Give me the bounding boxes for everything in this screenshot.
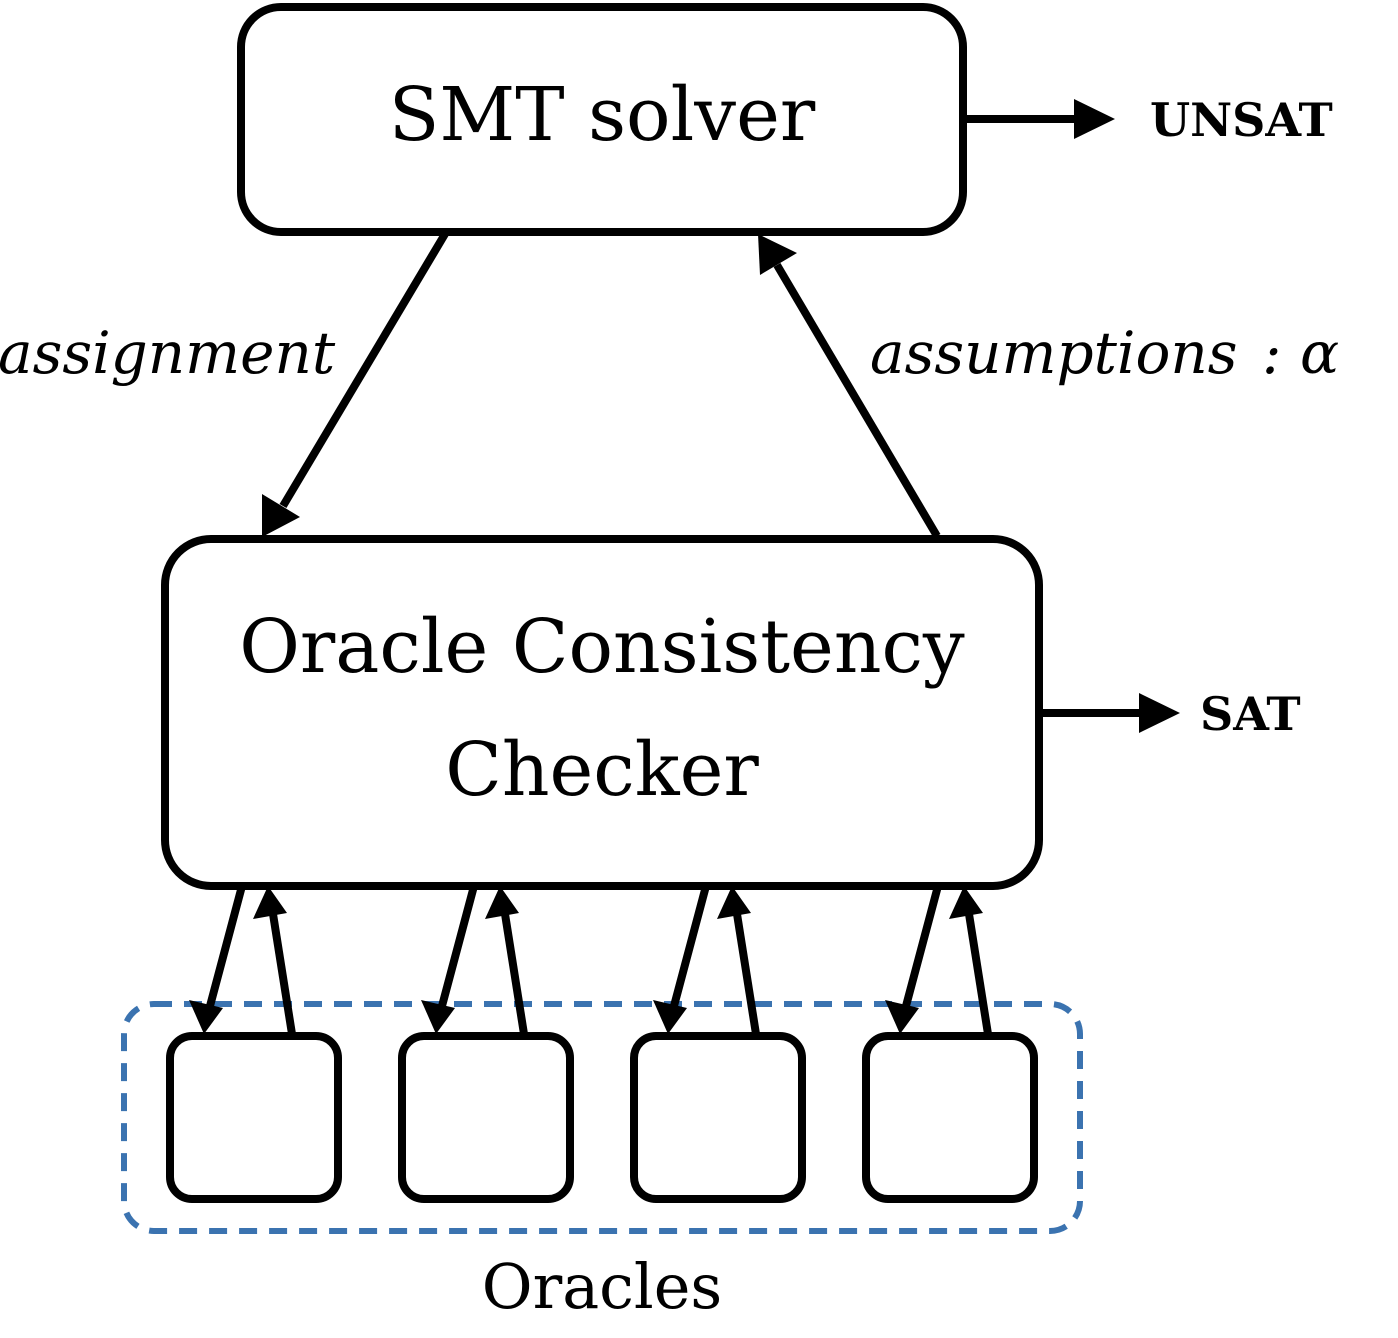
- oracle-node: [862, 884, 1038, 1203]
- assumptions-edge: assumptions : α: [758, 234, 1339, 539]
- oracle-query-arrow-line: [438, 884, 478, 1008]
- checker-label-line2: Checker: [445, 727, 759, 813]
- assignment-label: assignment: [0, 319, 336, 387]
- smt-solver-label: SMT solver: [389, 72, 816, 158]
- oracle-response-arrow-line: [733, 913, 760, 1035]
- oracle-box: [862, 1032, 1038, 1203]
- oracle-query-arrow-line: [670, 884, 710, 1008]
- oracles-label: Oracles: [482, 1250, 723, 1323]
- oracle-box: [166, 1032, 342, 1203]
- sat-label: SAT: [1200, 687, 1301, 741]
- oracle-response-arrow-head: [253, 886, 287, 919]
- assignment-arrow-head: [262, 494, 300, 537]
- oracle-box: [398, 1032, 574, 1203]
- checker-label-line1: Oracle Consistency: [239, 604, 965, 690]
- assumptions-arrow-line: [773, 262, 941, 539]
- oracle-query-arrow-line: [902, 884, 942, 1008]
- unsat-output: UNSAT: [963, 93, 1333, 147]
- oracles-group-outline: [121, 1001, 1083, 1234]
- oracle-box: [630, 1032, 806, 1203]
- oracle-response-arrow-line: [501, 913, 528, 1035]
- assumptions-label: assumptions: [870, 319, 1237, 387]
- sat-arrow-head: [1139, 693, 1180, 733]
- sat-output: SAT: [1039, 687, 1301, 741]
- smt-solver-node: SMT solver: [237, 3, 967, 236]
- oracle-query-arrow-head: [189, 1000, 223, 1034]
- assumptions-arrow-head: [758, 234, 797, 275]
- unsat-label: UNSAT: [1150, 93, 1333, 147]
- unsat-arrow-head: [1074, 99, 1115, 139]
- oracle-node: [398, 884, 574, 1203]
- oracle-node: [630, 884, 806, 1203]
- oracle-layer: [166, 884, 1038, 1203]
- oracle-query-arrow-head: [885, 1000, 919, 1034]
- checker-node: Oracle Consistency Checker: [161, 535, 1043, 890]
- oracle-response-arrow-line: [965, 913, 992, 1035]
- assignment-arrow-line: [279, 231, 449, 509]
- oracle-response-arrow-head: [485, 886, 519, 919]
- assignment-edge: assignment: [0, 231, 449, 537]
- oracle-response-arrow-head: [949, 886, 983, 919]
- oracle-query-arrow-head: [421, 1000, 455, 1034]
- oracle-query-arrow-head: [653, 1000, 687, 1034]
- oracle-response-arrow-line: [269, 913, 296, 1035]
- assumptions-alpha-label: : α: [1262, 319, 1339, 387]
- checker-box: [161, 535, 1043, 890]
- oracle-node: [166, 884, 342, 1203]
- oracle-query-arrow-line: [206, 884, 246, 1008]
- oracle-response-arrow-head: [717, 886, 751, 919]
